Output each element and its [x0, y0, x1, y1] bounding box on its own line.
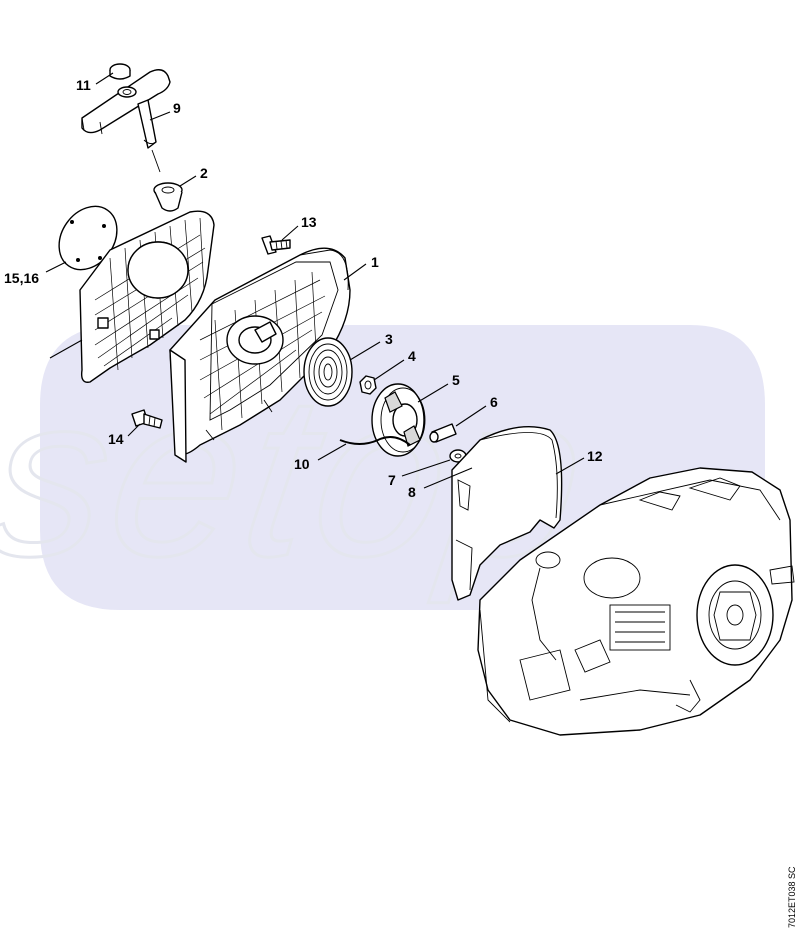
- part-4-nut: [359, 375, 377, 395]
- parts: [58, 63, 795, 736]
- callout-8: 8: [408, 467, 473, 500]
- callout-3: 3: [349, 331, 393, 361]
- callout-15-16-label: 15,16: [4, 270, 39, 286]
- callout-7: 7: [388, 459, 451, 488]
- callout-17: [49, 339, 83, 359]
- part-9-starter-grip: [81, 69, 171, 173]
- callout-5-label: 5: [452, 372, 460, 388]
- callout-13-label: 13: [301, 214, 317, 230]
- callout-2: 2: [179, 165, 208, 187]
- callout-15-16: 15,16: [4, 261, 67, 286]
- callout-6-label: 6: [490, 394, 498, 410]
- callout-10-label: 10: [294, 456, 310, 472]
- callout-7-label: 7: [388, 472, 396, 488]
- part-12-guide-plate: [451, 425, 563, 601]
- callout-8-label: 8: [408, 484, 416, 500]
- part-10-starter-rope: [339, 435, 411, 446]
- part-11-cap: [109, 63, 131, 80]
- callout-1-label: 1: [371, 254, 379, 270]
- callout-11-label: 11: [76, 77, 91, 93]
- part-1-fan-housing: [169, 247, 351, 463]
- callout-5: 5: [417, 372, 460, 403]
- engine-assembly: [477, 467, 795, 736]
- part-2-grommet: [153, 182, 183, 212]
- callout-9-label: 9: [173, 100, 181, 116]
- callout-12: 12: [555, 448, 603, 475]
- callout-4: 4: [373, 348, 416, 381]
- callouts: 11 9 2 13 15,16 1 3: [4, 72, 603, 500]
- part-17-screen-plate: [79, 210, 215, 383]
- part-13-screw: [261, 235, 291, 255]
- part-6-pin: [429, 423, 457, 443]
- callout-4-label: 4: [408, 348, 416, 364]
- callout-3-label: 3: [385, 331, 393, 347]
- callout-6: 6: [455, 394, 498, 427]
- callout-14-label: 14: [108, 431, 124, 447]
- callout-9: 9: [149, 100, 181, 121]
- callout-2-label: 2: [200, 165, 208, 181]
- callout-13: 13: [281, 214, 317, 241]
- callout-14: 14: [108, 423, 141, 447]
- callout-12-label: 12: [587, 448, 603, 464]
- callout-11: 11: [76, 72, 114, 93]
- part-14-screw: [131, 409, 163, 429]
- part-3-rewind-spring: [303, 337, 353, 407]
- callout-10: 10: [294, 443, 347, 472]
- callout-1: 1: [343, 254, 379, 281]
- document-code: 7012ET038 SC: [787, 866, 797, 928]
- part-5-rope-rotor: [371, 383, 426, 457]
- part-15-16-disc: [58, 205, 118, 271]
